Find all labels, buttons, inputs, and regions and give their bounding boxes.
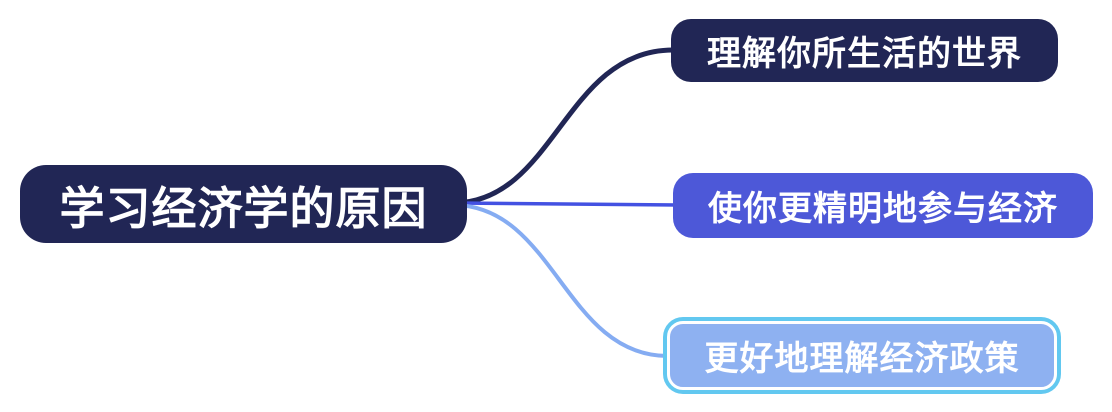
branch-node-2[interactable]: 使你更精明地参与经济 (673, 173, 1093, 238)
connector-branch-2 (453, 201, 680, 207)
branch-node-1[interactable]: 理解你所生活的世界 (671, 19, 1058, 82)
branch-node-1-label: 理解你所生活的世界 (707, 35, 1022, 73)
root-node-label: 学习经济学的原因 (59, 182, 428, 234)
root-node[interactable]: 学习经济学的原因 (20, 165, 467, 243)
branch-node-3-label: 更好地理解经济政策 (704, 340, 1020, 378)
connector-branch-1 (452, 47, 676, 206)
connector-branch-3 (453, 203, 670, 358)
branch-node-3-selected[interactable]: 更好地理解经济政策 (667, 321, 1057, 390)
branch-node-2-label: 使你更精明地参与经济 (708, 190, 1058, 228)
